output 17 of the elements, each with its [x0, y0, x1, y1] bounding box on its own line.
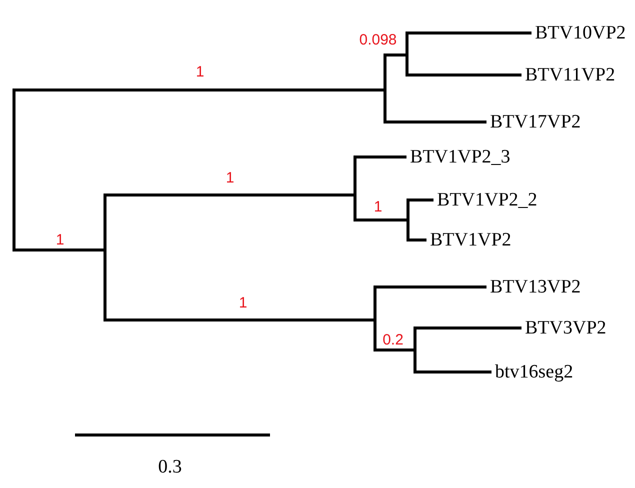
- taxon-label: BTV11VP2: [525, 66, 616, 84]
- support-value: 1: [238, 296, 248, 310]
- support-value: 1: [374, 200, 382, 214]
- support-value: 1: [56, 232, 64, 248]
- taxon-label: BTV10VP2: [535, 24, 626, 42]
- taxon-label: BTV1VP2: [430, 230, 512, 250]
- support-value: 0.098: [359, 32, 397, 48]
- support-value: 0.2: [382, 332, 404, 348]
- support-value: 1: [226, 170, 234, 186]
- support-value: 1: [196, 64, 204, 80]
- scale-label: 0.3: [158, 458, 182, 476]
- taxon-label: BTV17VP2: [490, 112, 581, 132]
- taxon-label: BTV13VP2: [490, 278, 581, 296]
- taxon-label: btv16seg2: [495, 362, 574, 382]
- taxon-label: BTV1VP2_3: [410, 148, 510, 166]
- taxon-label: BTV3VP2: [525, 318, 606, 338]
- taxon-label: BTV1VP2_2: [437, 190, 538, 210]
